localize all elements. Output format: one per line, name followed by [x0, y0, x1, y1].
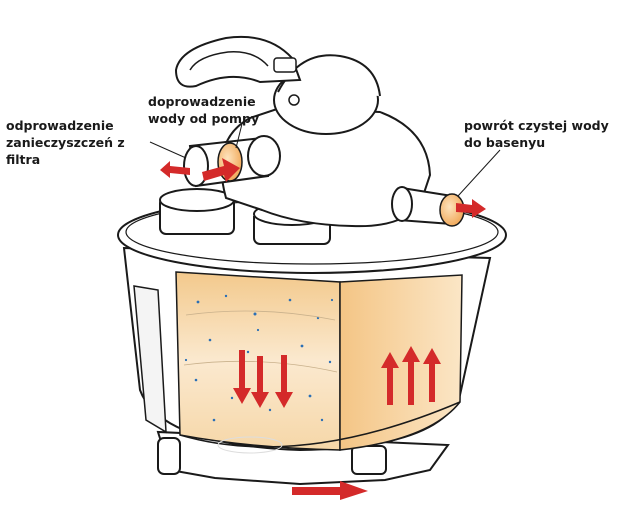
label-pump-inlet-line-1: doprowadzenie — [148, 94, 256, 109]
label-waste-outlet-line-3: filtra — [6, 152, 41, 167]
lid-cap-left — [159, 188, 235, 235]
return-arrow — [456, 199, 486, 218]
valve-head — [174, 35, 432, 228]
label-pump-inlet-line-2: wody od pompy — [148, 111, 260, 126]
return-pipe — [391, 186, 465, 227]
down-arrows — [233, 350, 293, 408]
label-pump-inlet: doprowadzenie wody od pompy — [148, 93, 259, 127]
label-clean-water-return-line-1: powrót czystej wody — [464, 118, 609, 133]
label-waste-outlet: odprowadzenie zanieczyszczeń z filtra — [6, 117, 125, 168]
drain-arrow — [292, 481, 368, 500]
outlet-arrow — [160, 161, 190, 178]
label-clean-water-return: powrót czystej wody do basenyu — [464, 117, 609, 151]
sand-particles — [184, 294, 334, 422]
leader-lines — [149, 123, 501, 197]
label-waste-outlet-line-2: zanieczyszczeń z — [6, 135, 125, 150]
label-clean-water-return-line-2: do basenyu — [464, 135, 546, 150]
label-waste-outlet-line-1: odprowadzenie — [6, 118, 114, 133]
inlet-arrow — [202, 158, 240, 182]
up-arrows — [381, 346, 441, 405]
